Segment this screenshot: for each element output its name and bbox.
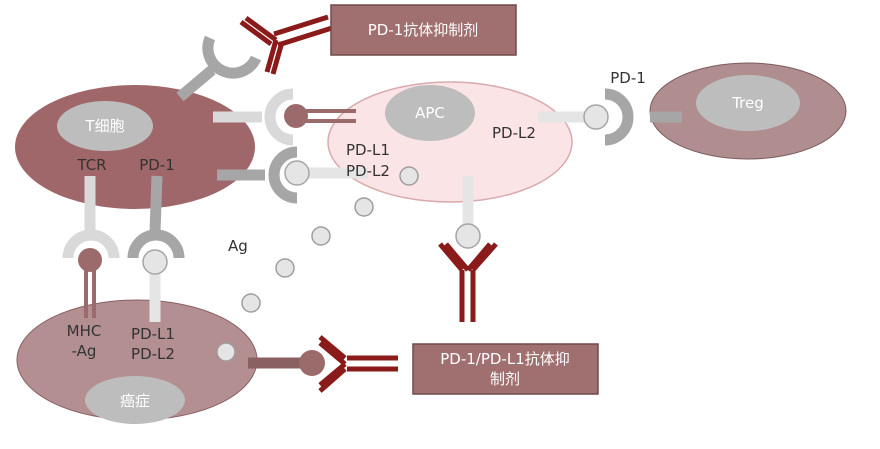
pd1-receptor-apc-upper	[213, 88, 294, 146]
t-cell: T细胞	[15, 85, 255, 209]
pd1-tcell-label: PD-1	[139, 156, 175, 174]
pd1-receptor-apc-lower	[217, 146, 298, 204]
apc-ligand-lower	[284, 160, 368, 186]
antigen-particles	[216, 166, 419, 362]
pdl1-antibody-bottom	[438, 242, 498, 322]
pd1-receptor-cancer	[127, 175, 185, 259]
pdl2-cancer-label: PD-L2	[131, 345, 175, 363]
pd1-pdl1-inhibitor-text-line1: PD-1/PD-L1抗体抑	[440, 350, 570, 368]
treg-cell: Treg	[649, 62, 847, 160]
pd1-inhibitor-box: PD-1抗体抑制剂	[330, 4, 517, 56]
cancer-cell: 癌症	[16, 299, 258, 424]
pdl1-antibody-cancer	[248, 335, 398, 393]
mhc-label-line1: MHC	[67, 322, 102, 340]
pdl1-apc-label: PD-L1	[346, 141, 390, 159]
pdl2-apc-label-right: PD-L2	[492, 124, 536, 142]
cancer-label: 癌症	[120, 392, 150, 410]
apc-ligand-bottom	[455, 176, 481, 249]
ag-label: Ag	[228, 237, 248, 255]
pd1-inhibitor-text: PD-1抗体抑制剂	[368, 21, 479, 39]
apc-ligand-upper	[284, 104, 356, 128]
treg-pd1-receptor	[604, 88, 682, 146]
pd1-receptor-upper	[176, 35, 262, 102]
apc-cell: APC	[327, 81, 573, 203]
pd1-pdl1-inhibitor-text-line2: 制剂	[490, 370, 520, 388]
pdl2-apc-label-left: PD-L2	[346, 162, 390, 180]
mhc-ag-ligand	[78, 248, 102, 318]
pd1-pdl1-inhibitor-box: PD-1/PD-L1抗体抑 制剂	[412, 343, 599, 395]
pd1-antibody	[239, 14, 333, 75]
treg-label: Treg	[731, 94, 764, 112]
apc-label: APC	[415, 104, 445, 122]
mhc-label-line2: -Ag	[72, 342, 97, 360]
apc-ligand-right	[538, 104, 609, 130]
tcr-label: TCR	[76, 156, 106, 174]
pdl1-pdl2-ligand-cancer	[142, 249, 168, 322]
pd1-treg-label: PD-1	[610, 69, 646, 87]
tcr-receptor	[62, 176, 120, 259]
t-cell-label: T细胞	[84, 117, 124, 135]
pdl1-cancer-label: PD-L1	[131, 325, 175, 343]
